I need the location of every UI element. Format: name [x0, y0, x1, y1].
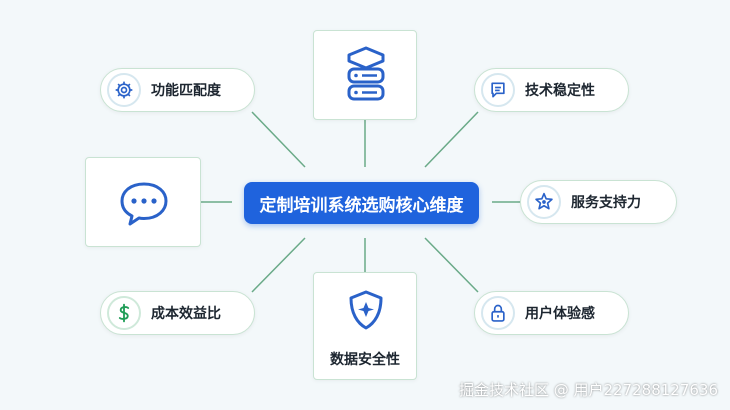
gear-icon	[107, 73, 141, 107]
node-label: 用户体验感	[525, 306, 595, 322]
node-label: 服务支持力	[571, 195, 641, 211]
watermark: 掘金技术社区 @ 用户227288127636	[458, 381, 718, 399]
node-function-fit: 功能匹配度	[100, 68, 255, 112]
node-tech-stability: 技术稳定性	[474, 68, 629, 112]
node-label: 数据安全性	[330, 352, 400, 368]
connector-function-fit	[251, 111, 306, 168]
center-topic: 定制培训系统选购核心维度	[244, 182, 479, 224]
lock-icon	[481, 296, 515, 330]
node-user-experience: 用户体验感	[474, 291, 629, 335]
node-service-support: 服务支持力	[520, 180, 677, 224]
message-square-icon	[481, 73, 515, 107]
connector-user-experience	[424, 237, 479, 293]
star-badge-icon	[527, 185, 561, 219]
database-icon	[345, 45, 387, 109]
connector-cost-benefit	[251, 237, 306, 293]
node-database	[313, 30, 417, 120]
node-communication	[85, 157, 201, 247]
node-label: 成本效益比	[151, 306, 221, 322]
chat-bubble-icon	[118, 180, 170, 232]
node-label: 技术稳定性	[525, 83, 595, 99]
node-data-security: 数据安全性	[313, 272, 417, 380]
connector-tech-stability	[424, 111, 479, 168]
node-cost-benefit: 成本效益比	[100, 291, 255, 335]
dollar-icon	[107, 296, 141, 330]
shield-icon	[347, 289, 385, 335]
node-label: 功能匹配度	[151, 83, 221, 99]
